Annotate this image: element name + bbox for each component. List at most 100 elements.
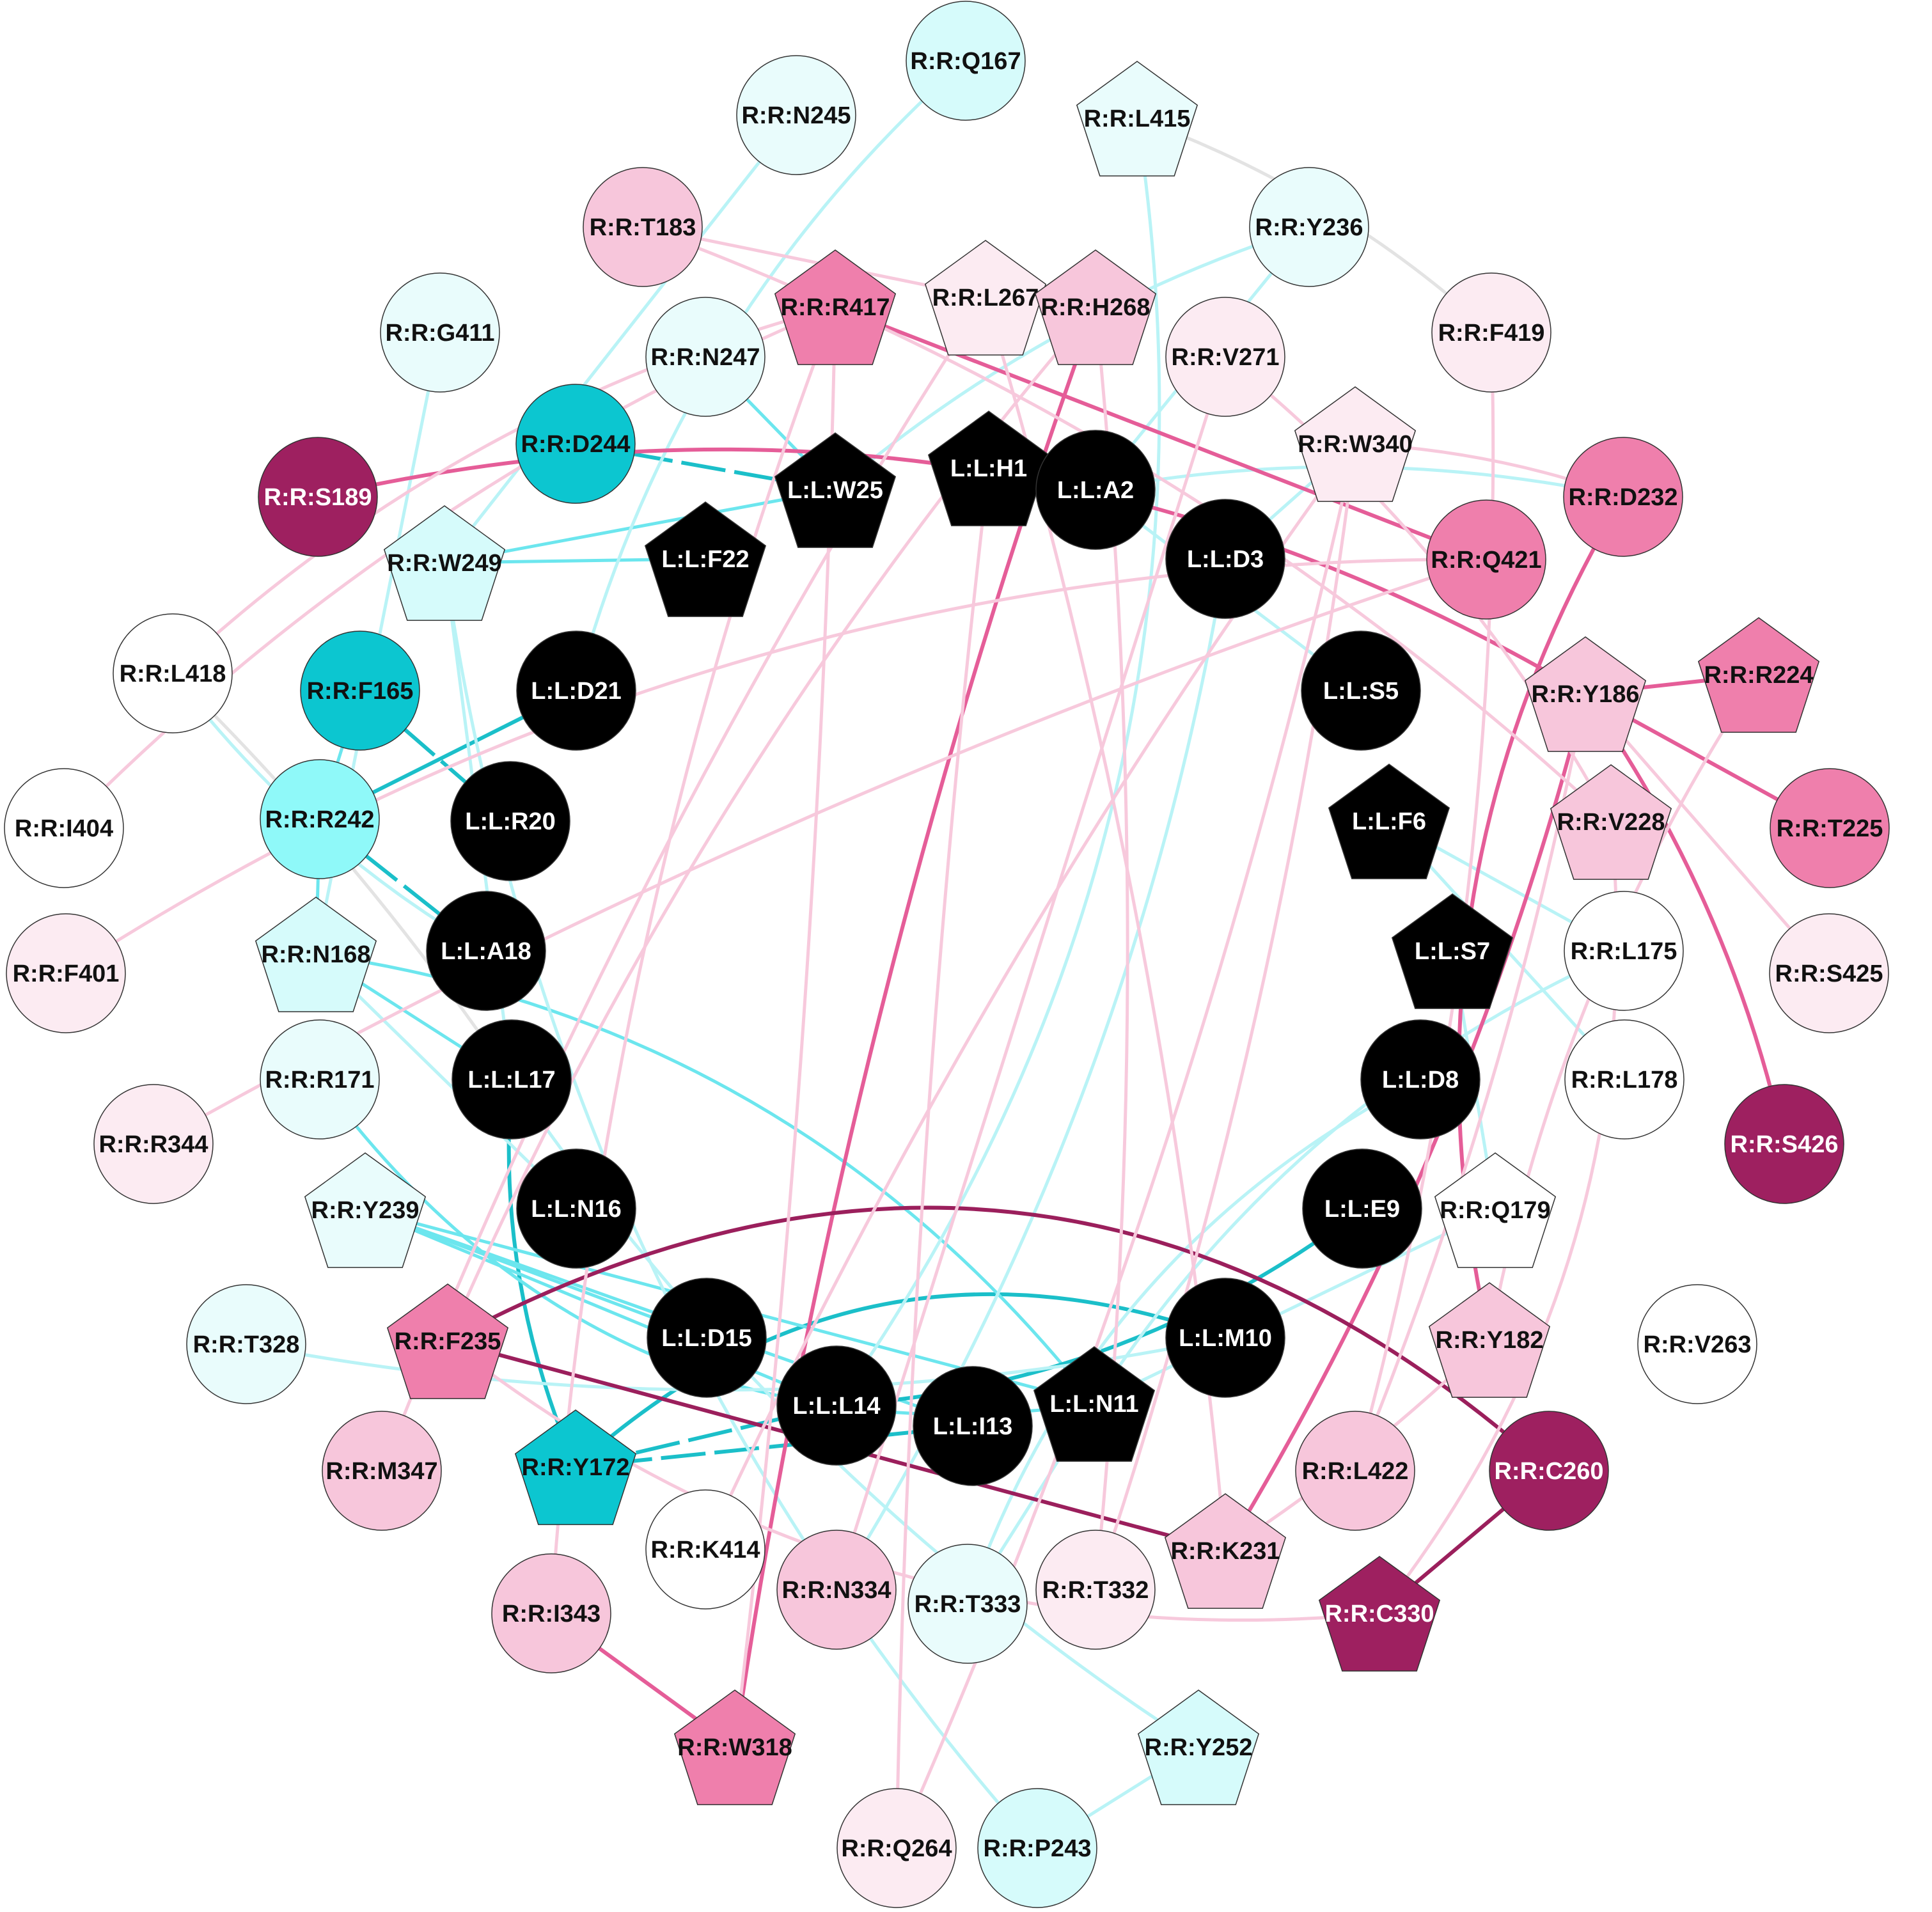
edge-r-r-w340-r-r-t332 — [1094, 443, 1357, 1590]
node-l-l-h1: L:L:H1 — [927, 411, 1050, 526]
node-shape-r-r-l418 — [113, 613, 233, 733]
node-label-l-l-r20: L:L:R20 — [465, 808, 555, 835]
node-label-l-l-f22: L:L:F22 — [661, 546, 749, 573]
node-label-r-r-d244: R:R:D244 — [521, 431, 630, 458]
node-label-r-r-t332: R:R:T332 — [1042, 1577, 1149, 1604]
node-l-l-a18: L:L:A18 — [426, 891, 546, 1011]
node-label-l-l-d15: L:L:D15 — [661, 1325, 751, 1352]
node-r-r-m347: R:R:M347 — [322, 1411, 442, 1531]
node-label-r-r-l422: R:R:L422 — [1302, 1458, 1409, 1485]
node-r-r-g411: R:R:G411 — [380, 272, 500, 393]
node-r-r-l178: R:R:L178 — [1564, 1019, 1685, 1140]
node-label-r-r-y172: R:R:Y172 — [522, 1454, 630, 1481]
node-r-r-r224: R:R:R224 — [1697, 617, 1820, 733]
edge-l-l-h1-r-r-q264 — [895, 467, 991, 1849]
node-r-r-w340: R:R:W340 — [1294, 386, 1417, 502]
node-shape-l-l-f6 — [1328, 764, 1450, 879]
node-r-r-y252: R:R:Y252 — [1137, 1689, 1260, 1805]
edge-r-r-r417-r-r-q421 — [834, 305, 1488, 561]
node-r-r-f419: R:R:F419 — [1431, 272, 1551, 393]
node-label-r-r-l267: R:R:L267 — [932, 285, 1039, 311]
node-shape-r-r-l415 — [1076, 61, 1198, 176]
node-shape-l-l-f22 — [644, 501, 767, 617]
node-label-r-r-n247: R:R:N247 — [650, 344, 760, 371]
node-shape-l-l-l14 — [776, 1345, 897, 1466]
node-label-r-r-y186: R:R:Y186 — [1532, 681, 1640, 708]
node-r-r-q179: R:R:Q179 — [1434, 1152, 1557, 1268]
node-label-l-l-s7: L:L:S7 — [1415, 938, 1490, 965]
node-label-r-r-n245: R:R:N245 — [741, 102, 851, 129]
node-shape-r-r-v263 — [1637, 1284, 1757, 1404]
node-shape-l-l-e9 — [1302, 1148, 1422, 1269]
node-r-r-f235: R:R:F235 — [386, 1283, 509, 1399]
edge-r-r-n245-r-r-w249 — [443, 114, 797, 564]
node-shape-r-r-h268 — [1034, 249, 1157, 365]
node-label-r-r-i404: R:R:I404 — [15, 815, 113, 842]
node-r-r-n245: R:R:N245 — [736, 55, 856, 175]
node-label-r-r-m347: R:R:M347 — [326, 1458, 437, 1485]
node-r-r-t183: R:R:T183 — [583, 167, 703, 287]
node-label-r-r-w318: R:R:W318 — [677, 1734, 792, 1761]
node-r-r-n334: R:R:N334 — [776, 1530, 897, 1650]
node-label-r-r-q179: R:R:Q179 — [1440, 1197, 1550, 1224]
node-label-r-r-l418: R:R:L418 — [120, 661, 226, 687]
node-shape-r-r-y182 — [1428, 1282, 1551, 1398]
node-r-r-i343: R:R:I343 — [491, 1553, 611, 1673]
node-shape-r-r-r171 — [260, 1019, 380, 1140]
node-r-r-r344: R:R:R344 — [93, 1084, 214, 1204]
node-label-r-r-q167: R:R:Q167 — [910, 48, 1021, 75]
node-label-r-r-i343: R:R:I343 — [502, 1601, 601, 1627]
node-label-r-r-n168: R:R:N168 — [261, 941, 370, 968]
edge-r-r-q179-l-l-n11 — [1093, 1208, 1496, 1406]
node-label-r-r-l178: R:R:L178 — [1571, 1067, 1678, 1093]
node-shape-r-r-n247 — [645, 297, 766, 417]
node-shape-r-r-t333 — [907, 1544, 1028, 1664]
node-l-l-r20: L:L:R20 — [450, 761, 570, 881]
node-label-r-r-r242: R:R:R242 — [265, 806, 374, 833]
node-r-r-v228: R:R:V228 — [1550, 764, 1672, 880]
node-label-l-l-m10: L:L:M10 — [1179, 1325, 1272, 1352]
node-r-r-c260: R:R:C260 — [1489, 1411, 1609, 1531]
node-shape-r-r-y252 — [1137, 1689, 1260, 1805]
node-l-l-l14: L:L:L14 — [776, 1345, 897, 1466]
node-r-r-w249: R:R:W249 — [383, 505, 506, 621]
node-l-l-m10: L:L:M10 — [1165, 1278, 1285, 1398]
node-label-l-l-s5: L:L:S5 — [1323, 678, 1399, 705]
node-shape-r-r-w318 — [673, 1689, 796, 1805]
node-shape-l-l-s5 — [1301, 631, 1421, 751]
node-shape-r-r-r242 — [260, 759, 380, 879]
node-label-r-r-t333: R:R:T333 — [915, 1591, 1021, 1618]
node-r-r-s189: R:R:S189 — [258, 437, 378, 557]
node-shape-l-l-d21 — [516, 631, 636, 751]
node-l-l-l17: L:L:L17 — [452, 1019, 572, 1140]
node-shape-r-r-t225 — [1770, 768, 1890, 888]
node-label-l-l-d8: L:L:D8 — [1382, 1067, 1459, 1093]
node-l-l-d21: L:L:D21 — [516, 631, 636, 751]
node-shape-r-r-r224 — [1697, 617, 1820, 733]
node-shape-r-r-s426 — [1724, 1084, 1844, 1204]
node-label-r-r-w340: R:R:W340 — [1298, 431, 1412, 458]
node-r-r-n168: R:R:N168 — [255, 897, 377, 1012]
node-label-r-r-g411: R:R:G411 — [385, 320, 494, 347]
node-shape-r-r-m347 — [322, 1411, 442, 1531]
node-label-r-r-l415: R:R:L415 — [1084, 106, 1191, 132]
node-shape-l-l-d15 — [647, 1278, 767, 1398]
node-shape-r-r-n168 — [255, 897, 377, 1012]
node-shape-r-r-p243 — [977, 1788, 1097, 1908]
node-shape-r-r-c260 — [1489, 1411, 1609, 1531]
node-label-r-r-f165: R:R:F165 — [307, 678, 414, 705]
node-shape-r-r-q421 — [1426, 499, 1546, 620]
node-label-r-r-t328: R:R:T328 — [193, 1331, 300, 1358]
node-shape-r-r-v271 — [1165, 297, 1285, 417]
node-label-r-r-y239: R:R:Y239 — [311, 1197, 420, 1224]
node-r-r-t333: R:R:T333 — [907, 1544, 1028, 1664]
node-label-r-r-r417: R:R:R417 — [780, 294, 890, 321]
node-r-r-f165: R:R:F165 — [300, 631, 420, 751]
node-label-r-r-y236: R:R:Y236 — [1255, 214, 1363, 241]
node-label-l-l-l17: L:L:L17 — [467, 1067, 555, 1093]
node-l-l-f6: L:L:F6 — [1328, 764, 1450, 879]
node-r-r-q421: R:R:Q421 — [1426, 499, 1546, 620]
node-shape-r-r-i404 — [4, 768, 124, 888]
node-r-r-k414: R:R:K414 — [645, 1489, 766, 1610]
node-r-r-t332: R:R:T332 — [1035, 1530, 1156, 1650]
